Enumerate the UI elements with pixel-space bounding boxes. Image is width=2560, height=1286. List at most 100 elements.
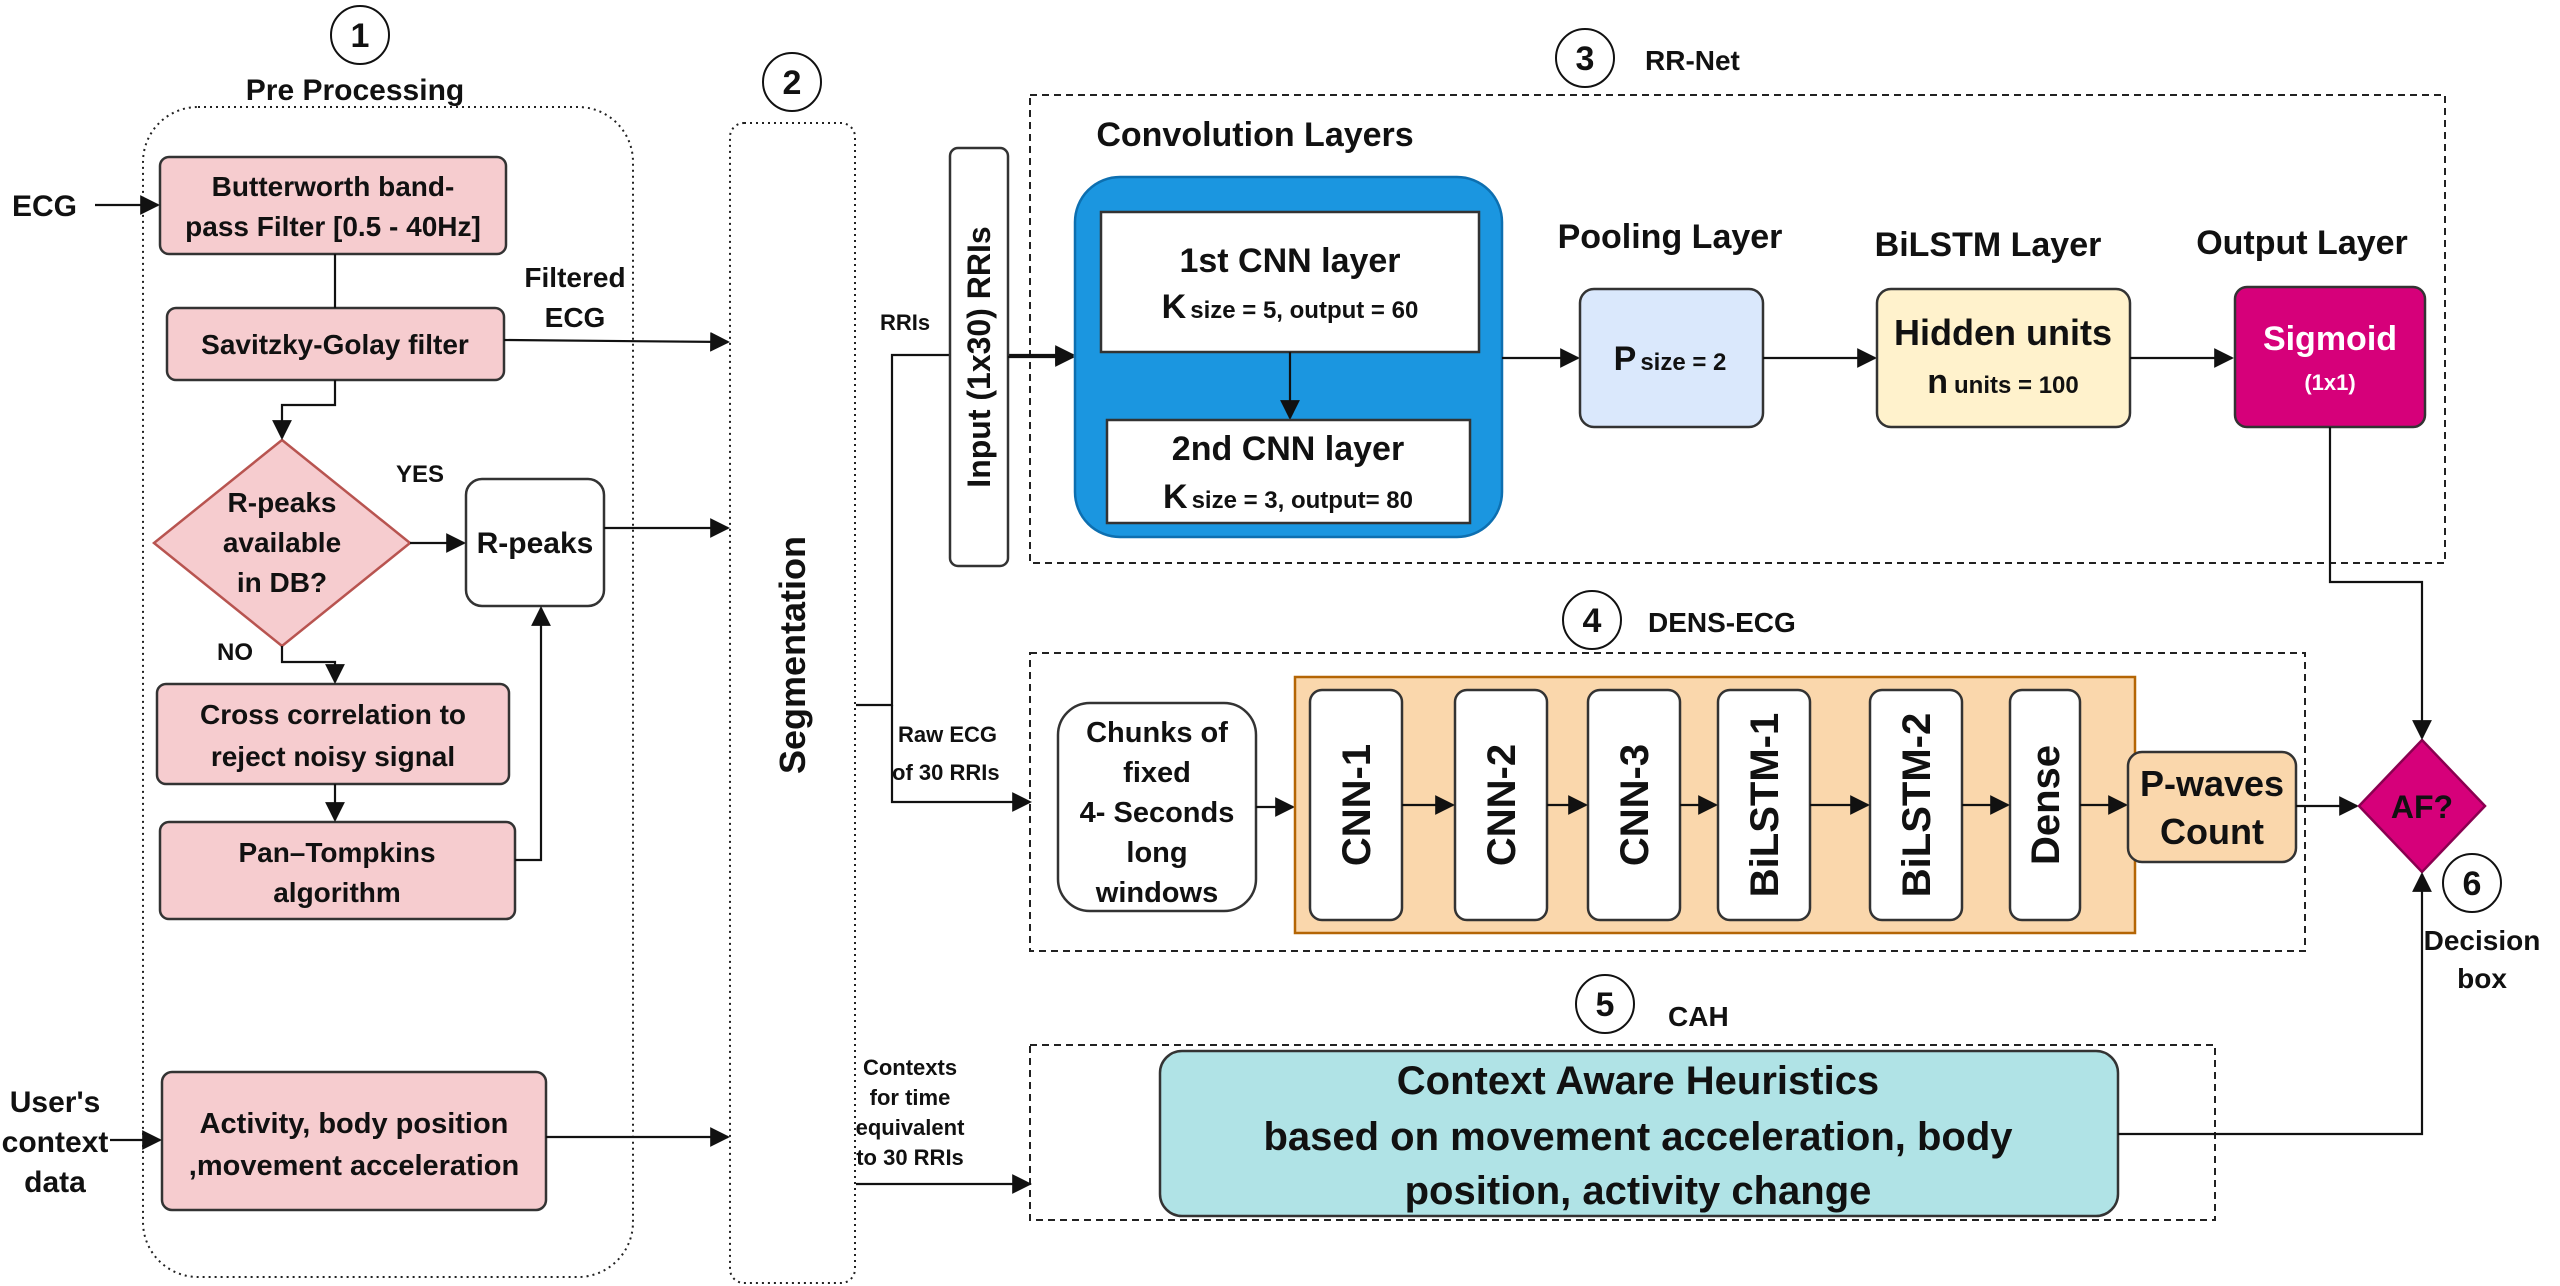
rpeaks-decision-label-l2: available bbox=[223, 527, 341, 558]
dens-layer-cnn2: CNN-2 bbox=[1453, 688, 1549, 922]
raw-ecg-label-l2: of 30 RRIs bbox=[892, 760, 1000, 785]
contexts-label-l4: to 30 RRIs bbox=[856, 1145, 964, 1170]
cah-label-l2: based on movement acceleration, body bbox=[1263, 1115, 2013, 1159]
bilstm-layer-title: BiLSTM Layer bbox=[1875, 226, 2102, 264]
section-4-title: DENS-ECG bbox=[1648, 607, 1796, 638]
chunks-label-l5: windows bbox=[1095, 877, 1218, 909]
pan-tompkins-box bbox=[158, 820, 517, 921]
section-3-number: 3 bbox=[1576, 40, 1595, 78]
section-2-number-circle bbox=[762, 52, 822, 112]
edge-segmentation-to-chunks bbox=[890, 705, 1032, 812]
section-6-number: 6 bbox=[2463, 865, 2482, 903]
dens-layer-bilstm2-label: BiLSTM-2 bbox=[1895, 713, 1939, 897]
section-1-number-circle bbox=[330, 5, 390, 65]
ecg-input-label: ECG bbox=[12, 190, 77, 223]
yes-label: YES bbox=[396, 461, 444, 488]
dens-layer-dense: Dense bbox=[2008, 688, 2082, 922]
segmentation-container bbox=[729, 122, 856, 1284]
output-layer-title: Output Layer bbox=[2196, 224, 2408, 262]
filtered-ecg-label-l2: ECG bbox=[545, 302, 606, 333]
rpeaks-box bbox=[464, 477, 606, 608]
dens-layer-bilstm2: BiLSTM-2 bbox=[1868, 688, 1964, 922]
chunks-label-l1: Chunks of bbox=[1086, 717, 1228, 749]
cross-correlation-label-l1: Cross correlation to bbox=[200, 699, 466, 730]
af-decision-label: AF? bbox=[2391, 789, 2453, 825]
dens-layer-cnn1-label: CNN-1 bbox=[1335, 744, 1379, 866]
pwaves-count-label-l2: Count bbox=[2160, 811, 2264, 852]
cross-correlation-label-l2: reject noisy signal bbox=[211, 741, 455, 772]
contexts-label-l2: for time bbox=[870, 1085, 951, 1110]
context-input-label-l3: data bbox=[24, 1166, 86, 1199]
cnn-layer-2-box bbox=[1105, 418, 1472, 525]
section-2-number: 2 bbox=[783, 64, 802, 102]
chunks-label-l3: 4- Seconds bbox=[1080, 797, 1235, 829]
edge-savitzky-to-segmentation bbox=[503, 331, 730, 352]
edge-decision-no-to-cross bbox=[280, 646, 345, 684]
dens-layer-bilstm1-label: BiLSTM-1 bbox=[1743, 713, 1787, 897]
edge-cah-to-af bbox=[2118, 872, 2432, 1136]
raw-ecg-label-l1: Raw ECG bbox=[898, 722, 997, 747]
edge-savitzky-to-decision bbox=[272, 380, 337, 440]
chunks-label-l4: long bbox=[1126, 837, 1187, 869]
section-1-title: Pre Processing bbox=[246, 74, 464, 107]
rpeaks-decision-label-l1: R-peaks bbox=[228, 487, 337, 518]
section-4-number: 4 bbox=[1583, 602, 1602, 640]
pwaves-count-label-l1: P-waves bbox=[2140, 763, 2284, 804]
pooling-layer-title: Pooling Layer bbox=[1558, 218, 1783, 256]
filtered-ecg-label-l1: Filtered bbox=[524, 262, 625, 293]
dens-layer-cnn3: CNN-3 bbox=[1586, 688, 1682, 922]
activity-context-box bbox=[160, 1070, 548, 1212]
sigmoid-label: Sigmoid bbox=[2263, 320, 2397, 358]
activity-context-label-l2: ,movement acceleration bbox=[189, 1150, 519, 1182]
butterworth-filter-box bbox=[158, 155, 508, 256]
section-3-number-circle bbox=[1555, 28, 1615, 88]
butterworth-filter-label-l2: pass Filter [0.5 - 40Hz] bbox=[185, 211, 481, 242]
contexts-label-l1: Contexts bbox=[863, 1055, 957, 1080]
edge-pan-to-rpeaks bbox=[515, 606, 551, 862]
decision-box-title-l2: box bbox=[2457, 963, 2507, 994]
input-rris-label: Input (1x30) RRIs bbox=[961, 226, 997, 487]
no-label: NO bbox=[217, 639, 253, 666]
section-5-number: 5 bbox=[1596, 986, 1615, 1024]
context-input-label-l2: context bbox=[2, 1126, 109, 1159]
dens-layer-cnn2-label: CNN-2 bbox=[1480, 744, 1524, 866]
activity-context-label-l1: Activity, body position bbox=[200, 1108, 509, 1140]
rrnet-container bbox=[1029, 94, 2446, 564]
rpeaks-decision-label-l3: in DB? bbox=[237, 567, 327, 598]
cnn-layer-1-title: 1st CNN layer bbox=[1179, 242, 1400, 280]
af-decision-diamond bbox=[2357, 738, 2487, 874]
section-1-number: 1 bbox=[351, 17, 370, 55]
rpeaks-label: R-peaks bbox=[477, 527, 594, 560]
rris-edge-label: RRIs bbox=[880, 310, 930, 335]
savitzky-golay-filter-label: Savitzky-Golay filter bbox=[201, 329, 469, 360]
convolution-layers-title: Convolution Layers bbox=[1096, 116, 1413, 154]
section-3-title: RR-Net bbox=[1645, 45, 1740, 76]
densecg-container bbox=[1029, 652, 2306, 952]
cah-label-l1: Context Aware Heuristics bbox=[1397, 1059, 1879, 1103]
butterworth-filter-label-l1: Butterworth band- bbox=[212, 171, 455, 202]
section-5-number-circle bbox=[1575, 974, 1635, 1034]
cah-label-l3: position, activity change bbox=[1405, 1169, 1872, 1213]
dens-layer-bilstm1: BiLSTM-1 bbox=[1716, 688, 1812, 922]
section-6-number-circle bbox=[2442, 853, 2502, 913]
contexts-label-l3: equivalent bbox=[856, 1115, 965, 1140]
section-5-title: CAH bbox=[1668, 1001, 1729, 1032]
edge-sigmoid-to-af bbox=[2328, 427, 2432, 740]
dens-layer-cnn1: CNN-1 bbox=[1308, 688, 1404, 922]
preprocessing-container bbox=[142, 106, 634, 1278]
cah-container bbox=[1029, 1044, 2216, 1221]
sigmoid-dimension: (1x1) bbox=[2304, 370, 2355, 395]
hidden-units-label: Hidden units bbox=[1894, 312, 2112, 353]
cross-correlation-box bbox=[155, 682, 511, 786]
bilstm-layer-box bbox=[1875, 287, 2132, 429]
dens-layer-cnn3-label: CNN-3 bbox=[1613, 744, 1657, 866]
cnn-layer-2-title: 2nd CNN layer bbox=[1172, 430, 1404, 468]
dens-layer-dense-label: Dense bbox=[2024, 745, 2068, 865]
decision-box-title-l1: Decision bbox=[2424, 925, 2541, 956]
section-2-title: Segmentation bbox=[772, 536, 813, 774]
section-4-number-circle bbox=[1562, 590, 1622, 650]
